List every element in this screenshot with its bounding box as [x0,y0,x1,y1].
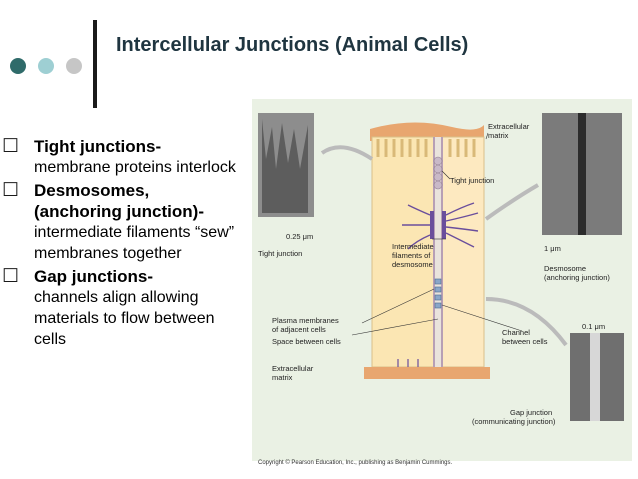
extracellular-matrix-top [370,122,484,141]
label-gap-junction-caption-1: Gap junction [510,408,552,417]
bullet-marker-icon: ☐ [2,180,20,201]
junction-diagram-svg: Extracellular matrix Tight junction Inte… [258,113,624,426]
arrow-to-desmosome-micrograph [484,183,540,221]
label-scale-01: 0.1 μm [582,322,605,331]
cell-right [441,136,485,368]
extracellular-matrix-bottom [364,367,490,379]
title-divider [93,20,97,108]
bullet-tight-junctions: ☐ Tight junctions- membrane proteins int… [0,136,240,178]
copyright-notice: Copyright © Pearson Education, Inc., pub… [258,460,453,466]
bullet-marker-icon: ☐ [2,136,20,157]
bullet-list: ☐ Tight junctions- membrane proteins int… [0,136,240,352]
bullet-desmosomes: ☐ Desmosomes, (anchoring junction)- inte… [0,180,240,264]
intercellular-space [434,137,442,367]
label-gap-junction-caption-2: (communicating junction) [472,417,556,426]
label-scale-025: 0.25 μm [286,232,313,241]
label-extracellular-matrix-top: Extracellular [488,122,530,131]
label-intermediate-filaments-3: desmosome [392,260,433,269]
label-plasma-membranes-1: Plasma membranes [272,316,339,325]
bullet-marker-icon: ☐ [2,266,20,287]
label-channel-2: between cells [502,337,548,346]
leader-lines [351,132,523,336]
tight-junction-proteins [433,156,443,190]
micrograph-gap-junction-band [590,333,600,421]
junction-diagram: Extracellular matrix Tight junction Inte… [252,99,632,461]
microvilli [376,139,476,157]
bullet-text: membrane proteins interlock [34,159,236,176]
label-intermediate-filaments-1: Intermediate [392,242,434,251]
arrow-to-tight-micrograph [320,145,374,161]
micrograph-desmosome-plaque [578,113,586,235]
label-intermediate-filaments-2: filaments of [392,251,431,260]
label-extracellular-matrix-bottom-2: matrix [272,373,293,382]
label-space-between-cells: Space between cells [272,337,341,346]
micrograph-tight-junction-texture [262,119,308,213]
desmosome [402,202,479,250]
bullet-heading: Desmosomes, (anchoring junction)- [34,181,204,221]
slide-title: Intercellular Junctions (Animal Cells) [116,34,469,56]
dot-gray [66,58,82,74]
label-desmosome-caption-2: (anchoring junction) [544,273,610,282]
bullet-heading: Tight junctions- [34,137,162,156]
arrow-to-gap-micrograph [485,297,568,347]
bullet-heading: Gap junctions- [34,267,153,286]
dot-dark [10,58,26,74]
bullet-gap-junctions: ☐ Gap junctions- channels align allowing… [0,266,240,350]
bullet-text: intermediate filaments “sew” membranes t… [34,224,235,262]
label-extracellular-matrix-bottom-1: Extracellular [272,364,314,373]
gap-junction-channels [434,278,442,309]
label-plasma-membranes-2: of adjacent cells [272,325,326,334]
label-desmosome-caption-1: Desmosome [544,264,586,273]
dot-light [38,58,54,74]
label-tight-junction-caption: Tight junction [258,249,302,258]
label-channel-1: Channel [502,328,530,337]
label-scale-1: 1 μm [544,244,561,253]
bullet-text: channels align allowing materials to flo… [34,289,215,348]
label-tight-junction: Tight junction [450,176,494,185]
cell-left [371,136,435,368]
label-extracellular-matrix-top-2: matrix [488,131,509,140]
